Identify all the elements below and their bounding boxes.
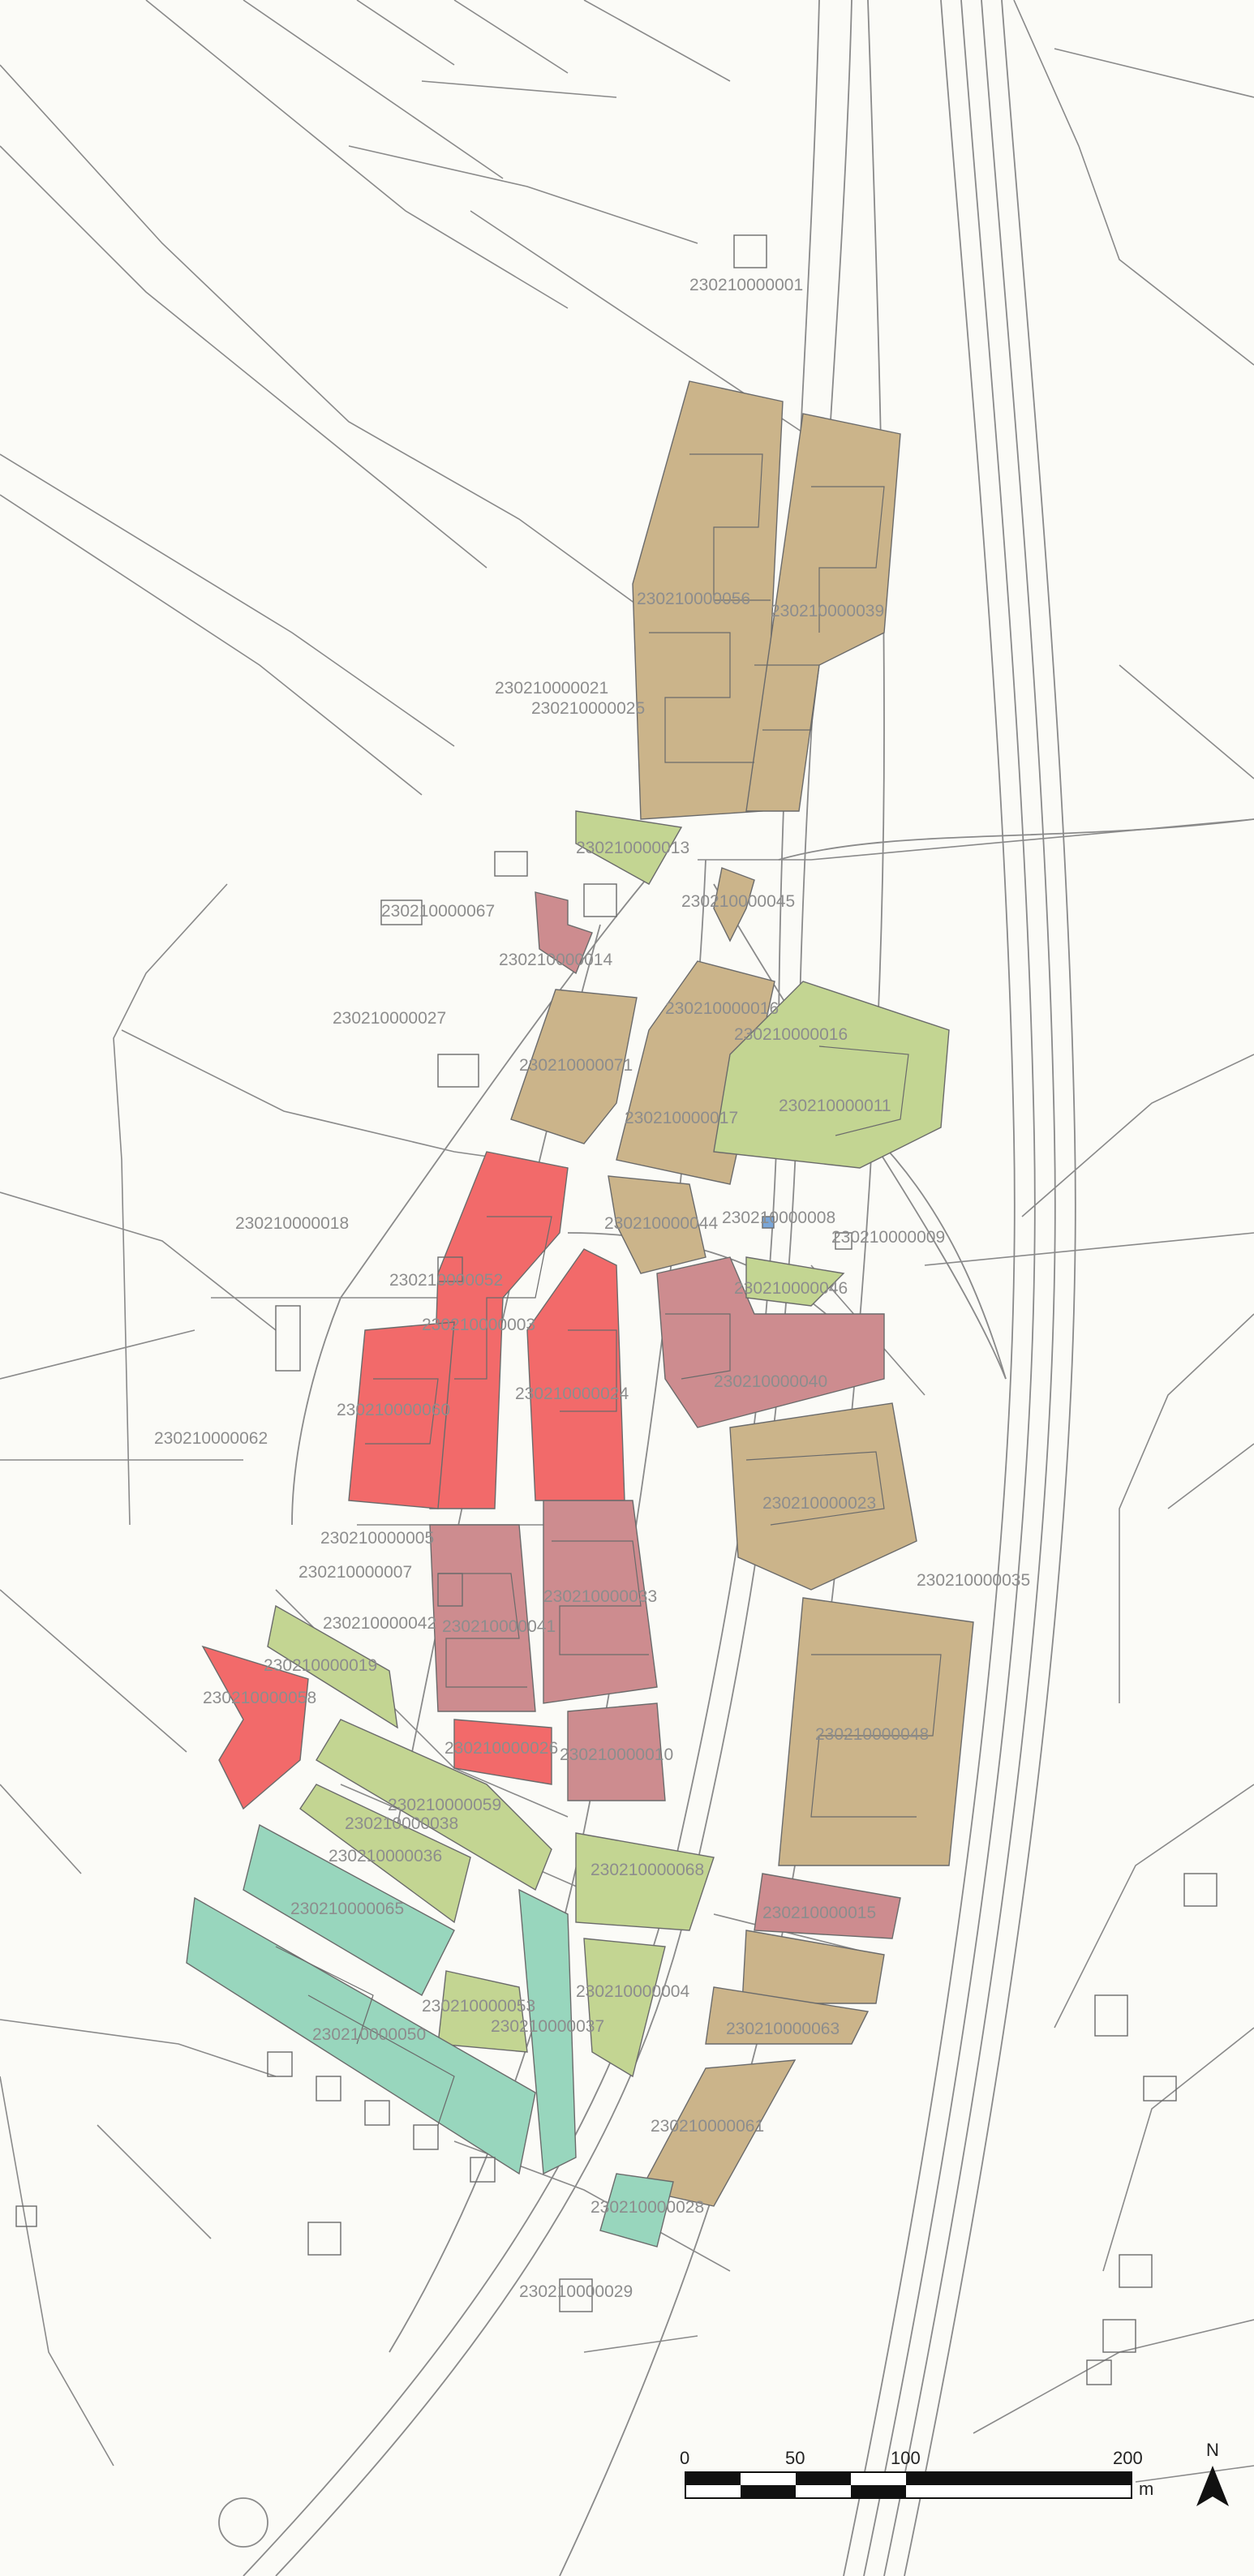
parcel-label: 230210000017 (625, 1109, 738, 1127)
parcel-label: 230210000046 (734, 1279, 848, 1298)
outbuildings (15, 234, 1217, 2385)
parcel-label: 230210000061 (651, 2117, 764, 2136)
parcel-label: 230210000038 (345, 1814, 458, 1833)
parcel-label: 230210000065 (290, 1900, 404, 1918)
parcel-label: 230210000063 (726, 2020, 840, 2038)
parcel-label: 230210000027 (333, 1009, 446, 1028)
parcel-label: 230210000023 (762, 1494, 876, 1513)
scale-bar: 0 50 100 200 m (680, 2448, 1153, 2499)
parcel-label: 230210000001 (689, 276, 803, 294)
parcel-label: 230210000024 (515, 1385, 629, 1403)
scale-tick-100: 100 (891, 2448, 921, 2468)
north-label: N (1206, 2440, 1219, 2460)
parcel-label: 230210000026 (444, 1739, 558, 1758)
parcel-label: 230210000015 (762, 1904, 876, 1922)
parcel-label: 230210000007 (298, 1563, 412, 1582)
parcel-label: 230210000050 (312, 2025, 426, 2044)
parcel-label: 230210000071 (519, 1056, 633, 1075)
parcel-label: 230210000035 (917, 1571, 1030, 1590)
scale-unit: m (1139, 2479, 1153, 2499)
parcel-label: 230210000060 (337, 1401, 450, 1419)
parcel-label: 230210000028 (590, 2198, 704, 2217)
parcel-label: 230210000056 (637, 590, 750, 608)
parcel-label: 230210000041 (442, 1617, 556, 1636)
parcel-label: 230210000042 (323, 1614, 436, 1633)
parcel-label: 230210000044 (604, 1214, 718, 1233)
parcel-label: 230210000011 (779, 1097, 891, 1115)
parcel-label: 230210000008 (722, 1209, 835, 1227)
scale-tick-200: 200 (1113, 2448, 1143, 2468)
parcel-label: 230210000033 (543, 1587, 657, 1606)
parcel-label: 230210000045 (681, 892, 795, 911)
parcel-label: 230210000019 (264, 1656, 377, 1675)
parcel-label: 230210000021 (495, 679, 608, 698)
parcel-label: 230210000058 (203, 1689, 316, 1707)
parcel-label: 230210000018 (235, 1214, 349, 1233)
parcel-label: 230210000016 (734, 1025, 848, 1044)
parcel-label: 230210000016 (665, 999, 779, 1018)
parcel-label: 230210000036 (329, 1847, 442, 1865)
parcel-label: 230210000053 (422, 1997, 535, 2016)
parcel-label: 230210000003 (422, 1316, 535, 1334)
parcel-label: 230210000040 (714, 1372, 827, 1391)
scale-tick-0: 0 (680, 2448, 689, 2468)
parcel-label: 230210000014 (499, 951, 612, 969)
parcel-label: 230210000048 (815, 1725, 929, 1744)
parcel-label: 230210000059 (388, 1796, 501, 1814)
parcel-label: 230210000037 (491, 2017, 604, 2036)
parcel-label: 230210000039 (771, 602, 884, 620)
parcel-label: 230210000062 (154, 1429, 268, 1448)
building-blocks (186, 380, 974, 2248)
parcel-label: 230210000010 (560, 1745, 673, 1764)
parcel-label: 230210000004 (576, 1982, 689, 2001)
north-arrow-icon: N (1196, 2440, 1229, 2506)
parcel-label: 230210000052 (389, 1271, 503, 1290)
building-outlines (275, 453, 942, 2126)
parcel-label: 230210000067 (381, 902, 495, 921)
scale-tick-50: 50 (785, 2448, 805, 2468)
parcel-label: 230210000029 (519, 2282, 633, 2301)
parcel-label: 230210000013 (576, 839, 689, 857)
parcel-label: 230210000068 (590, 1861, 704, 1879)
parcel-labels: 230210000001 230210000056 230210000039 2… (154, 276, 1030, 2301)
parcel-label: 230210000005 (320, 1529, 434, 1548)
parcel-label: 230210000009 (831, 1228, 945, 1247)
parcel-label: 230210000025 (531, 699, 645, 718)
